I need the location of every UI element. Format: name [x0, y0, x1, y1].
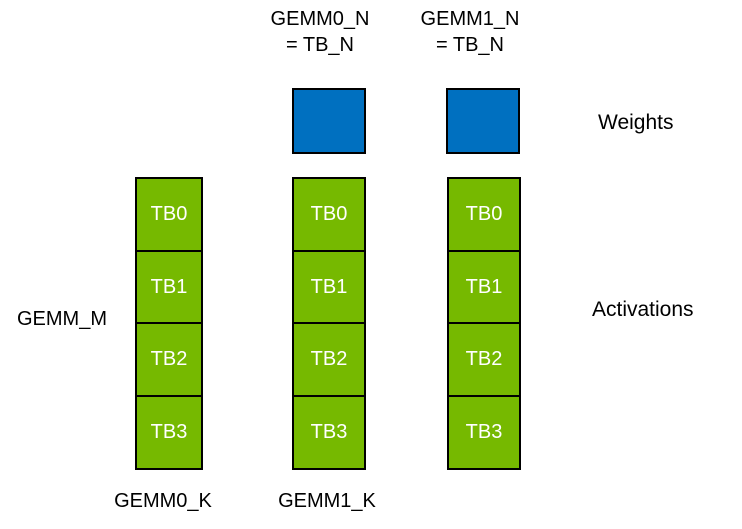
- thread-block-cell: TB0: [135, 177, 203, 252]
- activation-column-gemm1: TB0 TB1 TB2 TB3: [447, 177, 521, 470]
- gemm1-n-label: GEMM1_N = TB_N: [380, 6, 560, 58]
- gemm1-n-label-line1: GEMM1_N: [420, 8, 520, 30]
- gemm0-k-label: GEMM0_K: [114, 490, 212, 512]
- activation-column-gemm0: TB0 TB1 TB2 TB3: [292, 177, 366, 470]
- thread-block-cell: TB3: [447, 394, 521, 470]
- thread-block-cell: TB2: [135, 322, 203, 397]
- thread-block-cell: TB3: [135, 394, 203, 470]
- thread-block-cell: TB3: [292, 394, 366, 470]
- thread-block-cell: TB1: [447, 249, 521, 325]
- thread-block-cell: TB2: [447, 322, 521, 397]
- activation-column-gemm-m: TB0 TB1 TB2 TB3: [135, 177, 203, 470]
- gemm0-n-label: GEMM0_N = TB_N: [230, 6, 410, 58]
- gemm0-n-label-line1: GEMM0_N: [270, 8, 370, 30]
- gemm0-n-label-line2: = TB_N: [286, 34, 354, 56]
- thread-block-cell: TB0: [292, 177, 366, 252]
- thread-block-cell: TB0: [447, 177, 521, 252]
- gemm-m-label: GEMM_M: [17, 308, 107, 330]
- thread-block-cell: TB2: [292, 322, 366, 397]
- gemm1-n-label-line2: = TB_N: [436, 34, 504, 56]
- thread-block-cell: TB1: [135, 249, 203, 325]
- weights-block-gemm1: [446, 88, 520, 154]
- weights-block-gemm0: [292, 88, 366, 154]
- weights-label: Weights: [598, 111, 674, 134]
- thread-block-cell: TB1: [292, 249, 366, 325]
- gemm1-k-label: GEMM1_K: [278, 490, 376, 512]
- activations-label: Activations: [592, 298, 694, 321]
